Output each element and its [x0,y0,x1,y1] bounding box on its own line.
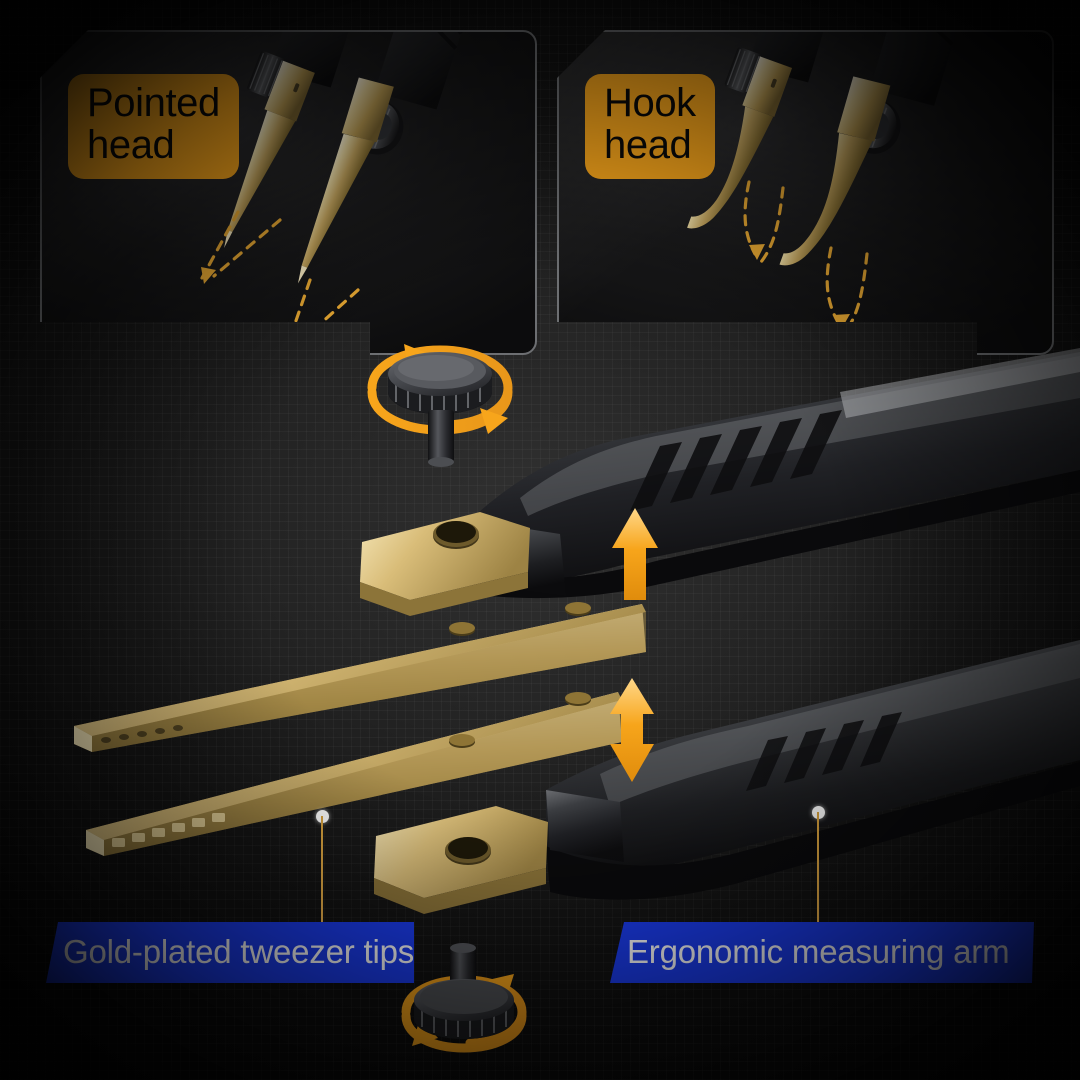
assembly-arrow-up [612,508,658,600]
badge-pointed-head: Pointed head [68,74,239,180]
callout-leader-line [321,816,323,922]
lower-measuring-arm [546,640,1080,900]
gold-contact-plate-lower [374,806,548,914]
gold-contact-plate-upper [360,512,530,616]
badge-line-2: head [604,122,692,167]
label-gold-plated-tweezer-tips: Gold-plated tweezer tips [46,922,414,983]
assembly-arrow-up-down [610,678,654,782]
badge-line-1: Pointed [87,81,220,125]
gold-tweezer-blade-lower [86,692,622,856]
top-thumbscrew-knob [367,344,513,467]
gold-tweezer-blade-upper [74,602,646,752]
bottom-thumbscrew-knob [401,943,527,1053]
feature-card-hook-head: Hook head [557,30,1054,355]
callout-leader-line [817,812,819,922]
callout-label-text: Ergonomic measuring arm [627,933,1010,970]
label-ergonomic-measuring-arm: Ergonomic measuring arm [610,922,1034,983]
feature-card-pointed-head: Pointed head [40,30,537,355]
badge-line-1: Hook [604,81,696,125]
badge-line-2: head [87,122,175,167]
rotation-arrows-icon [367,344,513,435]
rotation-arrows-icon [401,974,527,1053]
callout-label-text: Gold-plated tweezer tips [63,933,415,970]
upper-measuring-arm [470,348,1080,599]
badge-hook-head: Hook head [585,74,715,180]
